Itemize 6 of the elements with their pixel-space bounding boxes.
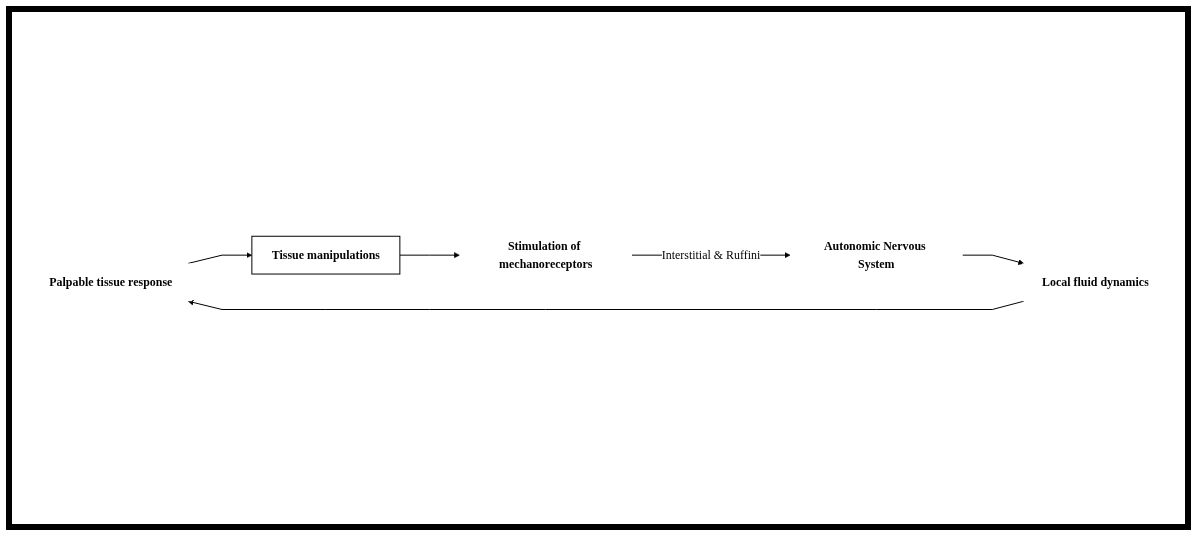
node-text: Autonomic Nervous System [823,238,926,270]
node-box [250,235,400,275]
node-text: Local fluid dynamics [1041,274,1149,289]
diagram-frame: Interstitial & Ruffini Palpable tissue response Tissue manipulations Stimulation of mechanoreceptors Autonomic Nervous System Local fluid dynamics [6,6,1191,530]
node-text: Palpable tissue response [48,274,172,289]
node-text: Stimulation of mechanoreceptors [498,238,592,270]
